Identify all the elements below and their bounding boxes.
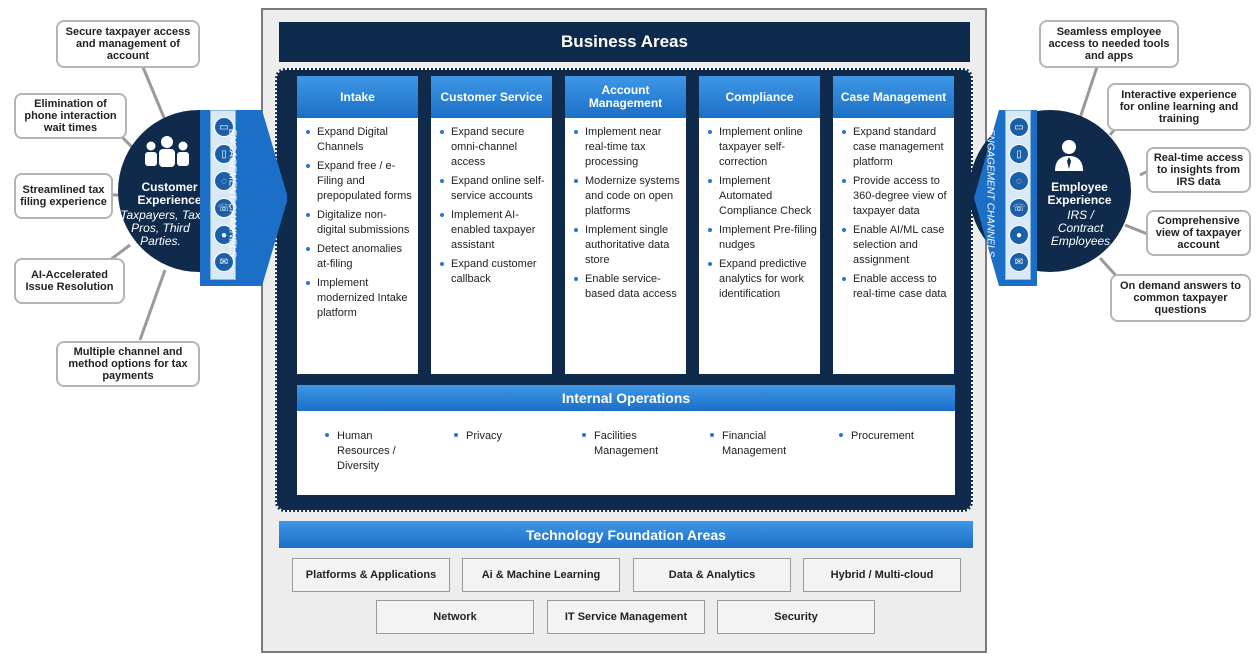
list-item: Expand predictive analytics for work ide…: [707, 257, 817, 302]
callout: Real-time access to insights from IRS da…: [1146, 147, 1251, 193]
column-header: Intake: [297, 76, 418, 118]
io-item: Privacy: [452, 429, 502, 444]
tf-box: IT Service Management: [547, 600, 705, 634]
list-item: Expand customer callback: [439, 257, 549, 287]
chat-icon: ◌: [1009, 171, 1029, 191]
list-item: Implement online taxpayer self-correctio…: [707, 125, 817, 170]
list-item: Expand standard case management platform: [841, 125, 951, 170]
column-header: Account Management: [565, 76, 686, 118]
employee-experience-subtitle: IRS / Contract Employees: [1050, 208, 1111, 248]
callout: Streamlined tax filing experience: [14, 173, 113, 219]
callout: Secure taxpayer access and management of…: [56, 20, 200, 68]
list-item: Expand free / e-Filing and prepopulated …: [305, 159, 415, 204]
tf-box: Platforms & Applications: [292, 558, 450, 592]
list-item: Expand Digital Channels: [305, 125, 415, 155]
customer-experience-title: Customer Experience: [137, 180, 202, 207]
employee-experience-title: Employee Experience: [1047, 180, 1112, 207]
computer-icon: ▭: [214, 117, 234, 137]
list-item: Enable access to real-time case data: [841, 272, 951, 302]
callout: Interactive experience for online learni…: [1107, 83, 1251, 131]
list-item: Implement Pre-filing nudges: [707, 223, 817, 253]
business-areas-title: Business Areas: [279, 22, 970, 62]
people-icon: [145, 136, 189, 167]
chat-icon: ◌: [214, 171, 234, 191]
tf-box: Network: [376, 600, 534, 634]
callout: Comprehensive view of taxpayer account: [1146, 210, 1251, 256]
support-icon: ☏: [214, 198, 234, 218]
mail-icon: ✉: [1009, 252, 1029, 272]
engagement-channels-label: ENGAGEMENT CHANNELS: [226, 128, 238, 258]
io-item: Procurement: [837, 429, 914, 444]
list-item: Digitalize non-digital submissions: [305, 208, 415, 238]
internal-operations: Internal Operations Human Resources / Di…: [297, 385, 955, 495]
tf-box: Security: [717, 600, 875, 634]
io-item: Facilities Management: [580, 429, 680, 459]
callout: On demand answers to common taxpayer que…: [1110, 274, 1251, 322]
support-icon: ☏: [1009, 198, 1029, 218]
list-item: Provide access to 360-degree view of tax…: [841, 174, 951, 219]
list-item: Implement Automated Compliance Check: [707, 174, 817, 219]
callout: AI-Accelerated Issue Resolution: [14, 258, 125, 304]
column-compliance: Compliance Implement online taxpayer sel…: [699, 76, 820, 374]
callout: Seamless employee access to needed tools…: [1039, 20, 1179, 68]
callout: Elimination of phone interaction wait ti…: [14, 93, 127, 139]
employee-icon: [1055, 140, 1083, 171]
list-item: Implement modernized Intake platform: [305, 276, 415, 321]
column-header: Customer Service: [431, 76, 552, 118]
io-item: Financial Management: [708, 429, 808, 459]
io-item: Human Resources / Diversity: [323, 429, 423, 474]
list-item: Enable service-based data access: [573, 272, 683, 302]
list-item: Modernize systems and code on open platf…: [573, 174, 683, 219]
column-header: Compliance: [699, 76, 820, 118]
customer-channel-strip: ▭ ▯ ◌ ☏ ● ✉: [210, 110, 236, 280]
technology-foundation-title: Technology Foundation Areas: [279, 521, 973, 548]
group-icon: ●: [214, 225, 234, 245]
mail-icon: ✉: [214, 252, 234, 272]
list-item: Implement near real-time tax processing: [573, 125, 683, 170]
tf-box: Data & Analytics: [633, 558, 791, 592]
list-item: Detect anomalies at-filing: [305, 242, 415, 272]
engagement-channels-label: ENGAGEMENT CHANNELS: [984, 128, 996, 258]
computer-icon: ▭: [1009, 117, 1029, 137]
group-icon: ●: [1009, 225, 1029, 245]
tf-box: Ai & Machine Learning: [462, 558, 620, 592]
customer-experience-subtitle: Taxpayers, Tax Pros, Third Parties.: [120, 208, 201, 248]
employee-channel-strip: ▭ ▯ ◌ ☏ ● ✉: [1005, 110, 1031, 280]
column-intake: Intake Expand Digital Channels Expand fr…: [297, 76, 418, 374]
column-account-management: Account Management Implement near real-t…: [565, 76, 686, 374]
phone-icon: ▯: [214, 144, 234, 164]
list-item: Expand secure omni-channel access: [439, 125, 549, 170]
column-case-management: Case Management Expand standard case man…: [833, 76, 954, 374]
tf-box: Hybrid / Multi-cloud: [803, 558, 961, 592]
column-header: Case Management: [833, 76, 954, 118]
list-item: Expand online self-service accounts: [439, 174, 549, 204]
phone-icon: ▯: [1009, 144, 1029, 164]
column-customer-service: Customer Service Expand secure omni-chan…: [431, 76, 552, 374]
list-item: Implement single authoritative data stor…: [573, 223, 683, 268]
internal-operations-title: Internal Operations: [297, 385, 955, 411]
callout: Multiple channel and method options for …: [56, 341, 200, 387]
list-item: Enable AI/ML case selection and assignme…: [841, 223, 951, 268]
list-item: Implement AI-enabled taxpayer assistant: [439, 208, 549, 253]
